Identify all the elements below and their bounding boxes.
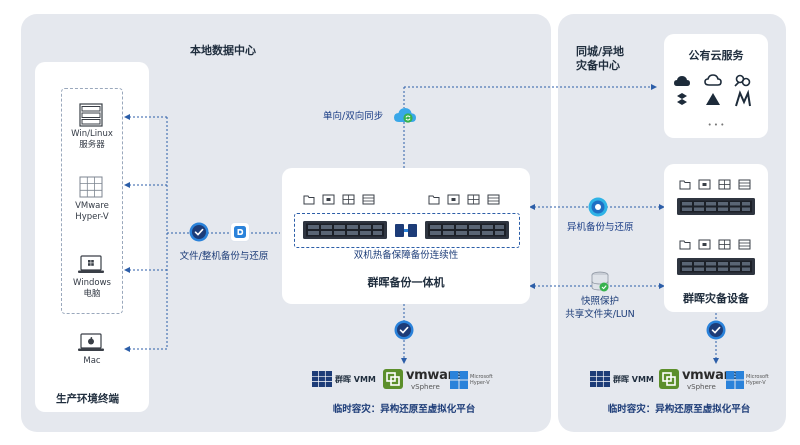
restore-left-label: 临时容灾：异构还原至虚拟化平台 <box>332 404 476 415</box>
unit-indicators-right <box>428 194 502 205</box>
active-backup-app-icon <box>230 222 250 242</box>
server-icon <box>79 103 103 127</box>
dr-unit-indicators-top <box>679 179 753 190</box>
mac-laptop-icon <box>77 333 105 353</box>
vsphere-icon-right <box>659 369 679 389</box>
remote-backup-label: 异机备份与还原 <box>567 222 634 233</box>
backup-restore-label: 文件/整机备份与还原 <box>179 251 269 262</box>
dr-unit-indicators-bottom <box>679 239 753 250</box>
rack-server-left <box>303 221 387 239</box>
ms-windows-icon-right <box>726 371 744 389</box>
dr-rack-server-top <box>677 198 755 215</box>
terminal-vm-label: VMware Hyper-V <box>75 201 109 222</box>
heartbeat-connector <box>395 224 417 237</box>
vmware-wordmark-right: vmware <box>682 368 739 383</box>
appliance-title: 群晖备份一体机 <box>367 276 445 289</box>
synology-vmm-icon-right <box>590 371 610 387</box>
remote-backup-badge <box>588 197 608 217</box>
remote-dr-title-line1: 同城/异地 <box>576 45 625 58</box>
synology-vmm-label-right: 群晖 VMM <box>613 375 654 384</box>
shield-check-badge-center <box>394 320 414 340</box>
sync-label: 单向/双向同步 <box>323 111 384 122</box>
snapshot-label-line1: 快照保护 <box>580 296 619 307</box>
synology-vmm-icon <box>312 371 332 387</box>
public-cloud-title: 公有云服务 <box>688 49 744 62</box>
dr-device-title: 群晖灾备设备 <box>683 292 749 305</box>
restore-right-label: 临时容灾：异构还原至虚拟化平台 <box>607 404 751 415</box>
snapshot-label-line2: 共享文件夹/LUN <box>565 309 635 320</box>
vsphere-label-right: vSphere <box>687 383 716 391</box>
dr-rack-server-bottom <box>677 258 755 275</box>
terminal-mac-label: Mac <box>83 356 101 366</box>
rack-server-right <box>425 221 509 239</box>
ms-hyperv-label-right: Microsoft Hyper-V <box>746 374 769 386</box>
terminal-windows-label: Windows 电脑 <box>73 278 111 299</box>
synology-vmm-label: 群晖 VMM <box>335 375 376 384</box>
terminals-dashed-box <box>61 88 123 314</box>
cloud-sync-icon <box>393 105 417 125</box>
shield-check-badge-right <box>706 320 726 340</box>
local-datacenter-title: 本地数据中心 <box>190 44 256 57</box>
vsphere-label: vSphere <box>411 383 440 391</box>
public-cloud-more: • • • <box>707 121 725 129</box>
ms-hyperv-label-left: Microsoft Hyper-V <box>470 374 493 386</box>
virtual-machine-icon <box>79 176 103 198</box>
terminal-server-label: Win/Linux 服务器 <box>71 129 113 150</box>
windows-laptop-icon <box>77 255 105 275</box>
remote-dr-title-line2: 灾备中心 <box>576 59 620 72</box>
terminals-title: 生产环境终端 <box>56 393 119 405</box>
snapshot-database-icon <box>590 271 610 293</box>
unit-indicators-left <box>303 194 377 205</box>
shield-check-badge-left <box>189 222 209 242</box>
appliance-subtitle: 双机热备保障备份连续性 <box>353 250 459 261</box>
vmware-wordmark: vmware <box>406 368 463 383</box>
cloud-providers-icon <box>674 72 758 112</box>
appliance-dashed-box <box>294 213 520 248</box>
ms-windows-icon <box>450 371 468 389</box>
vsphere-icon <box>383 369 403 389</box>
